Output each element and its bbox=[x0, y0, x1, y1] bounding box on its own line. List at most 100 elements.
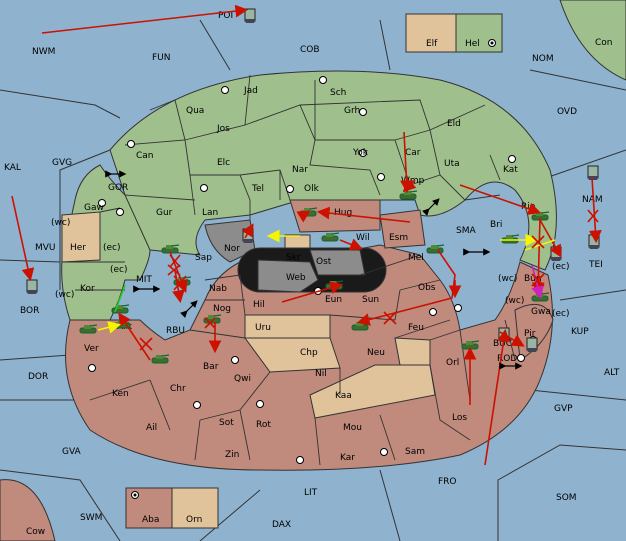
territory-label-kaa: Kaa bbox=[335, 391, 352, 401]
army-unit[interactable] bbox=[321, 232, 340, 242]
territory-label-eld: Eld bbox=[447, 119, 461, 129]
magenta-move bbox=[531, 264, 544, 300]
legend-orn-label: Orn bbox=[186, 515, 202, 525]
cut-mark bbox=[383, 311, 397, 325]
territory-label-hug: Hug bbox=[334, 208, 352, 218]
fleet-unit[interactable] bbox=[244, 8, 256, 23]
territory-label-jad: Jad bbox=[243, 86, 258, 96]
fleet-unit[interactable] bbox=[242, 228, 254, 243]
legend-orn-swatch bbox=[171, 487, 219, 529]
territory-label-can: Can bbox=[136, 151, 154, 161]
order-arrow bbox=[11, 195, 35, 282]
territory-label-orl: Orl bbox=[446, 358, 459, 368]
territory-label-dor: DOR bbox=[28, 372, 48, 382]
territory-label-zin: Zin bbox=[225, 450, 239, 460]
region-ost[interactable] bbox=[309, 249, 366, 276]
territory-label-qwi: Qwi bbox=[234, 374, 251, 384]
territory-label-mit: MIT bbox=[136, 275, 152, 285]
fleet-unit[interactable] bbox=[587, 165, 599, 180]
territory-label-sot: Sot bbox=[219, 418, 234, 428]
region-her[interactable] bbox=[61, 211, 101, 263]
order-arrow bbox=[118, 312, 151, 361]
territory-label-nam: NAM bbox=[582, 195, 603, 205]
territory-label-alt: ALT bbox=[604, 368, 620, 378]
territory-label-chp: Chp bbox=[300, 348, 318, 358]
territory-label-web: Web bbox=[286, 273, 306, 283]
territory-label-kor: Kor bbox=[80, 284, 95, 294]
territory-label-esm: Esm bbox=[389, 233, 408, 243]
territory-label-swm: SWM bbox=[80, 513, 102, 523]
territory-label-wc3: (wc) bbox=[498, 274, 517, 284]
territory-label-feu: Feu bbox=[408, 323, 424, 333]
army-unit[interactable] bbox=[151, 354, 170, 364]
region-web[interactable] bbox=[257, 259, 319, 293]
region-north-green[interactable] bbox=[109, 70, 557, 271]
territory-label-fun: FUN bbox=[152, 53, 171, 63]
orders-layer bbox=[11, 4, 602, 466]
region-neu-tan[interactable] bbox=[394, 337, 431, 366]
territory-label-gvg: GVG bbox=[52, 158, 72, 168]
order-arrow bbox=[281, 281, 344, 303]
territory-label-qua: Qua bbox=[186, 106, 204, 116]
territory-label-gvp: GVP bbox=[554, 404, 573, 414]
territory-label-hil: Hil bbox=[253, 300, 265, 310]
territory-label-eun: Eun bbox=[325, 295, 342, 305]
territory-label-ost: Ost bbox=[316, 257, 332, 267]
cut-mark bbox=[169, 254, 181, 268]
sea-borders bbox=[0, 19, 626, 541]
territory-label-nor: Nor bbox=[224, 244, 240, 254]
connection-arrow bbox=[422, 198, 440, 216]
order-arrow bbox=[588, 177, 602, 244]
territory-label-uru: Uru bbox=[255, 323, 271, 333]
territory-label-sun: Sun bbox=[362, 295, 379, 305]
territory-label-nar: Nar bbox=[292, 165, 308, 175]
territory-label-ec3: (ec) bbox=[552, 262, 570, 272]
territory-label-uta: Uta bbox=[444, 159, 460, 169]
territory-label-gva: GVA bbox=[62, 447, 82, 457]
legend-elf-label: Elf bbox=[426, 39, 438, 49]
territory-label-som: SOM bbox=[556, 493, 577, 503]
fleet-unit[interactable] bbox=[588, 234, 600, 249]
order-arrow bbox=[402, 178, 417, 193]
territory-label-sch: Sch bbox=[330, 88, 346, 98]
territory-label-kup: KUP bbox=[571, 327, 589, 337]
territory-label-cob: COB bbox=[300, 45, 320, 55]
territory-label-wil: Wil bbox=[356, 233, 370, 243]
territory-label-gaw: Gaw bbox=[84, 203, 104, 213]
order-arrow bbox=[241, 223, 254, 239]
legend-elf-swatch bbox=[405, 13, 457, 53]
territory-label-rod: ROD bbox=[497, 354, 517, 364]
territory-label-kat: Kat bbox=[503, 165, 518, 175]
territory-label-jos: Jos bbox=[216, 124, 230, 134]
territory-label-wc4: (wc) bbox=[505, 296, 524, 306]
territory-label-kal: KAL bbox=[4, 163, 21, 173]
territory-label-gwa: Gwa bbox=[531, 307, 551, 317]
territory-label-tel: Tel bbox=[251, 184, 264, 194]
order-arrow bbox=[484, 328, 510, 466]
territory-label-sma: SMA bbox=[456, 226, 476, 236]
legend-aba-label: Aba bbox=[142, 515, 159, 525]
territory-label-her: Her bbox=[70, 243, 86, 253]
cut-mark bbox=[167, 264, 181, 276]
territory-label-gor: GOR bbox=[108, 183, 128, 193]
territory-label-ec1: (ec) bbox=[103, 243, 121, 253]
territory-label-mel: Mel bbox=[408, 253, 424, 263]
territory-label-lit: LIT bbox=[304, 488, 318, 498]
order-arrow bbox=[539, 219, 562, 258]
army-unit[interactable] bbox=[79, 324, 98, 334]
army-unit[interactable] bbox=[161, 244, 180, 254]
territory-label-con: Con bbox=[595, 38, 613, 48]
order-arrow bbox=[499, 331, 525, 347]
territory-label-ken: Ken bbox=[112, 389, 129, 399]
territory-label-ver: Ver bbox=[84, 344, 99, 354]
territory-label-cow: Cow bbox=[26, 527, 45, 537]
territory-label-nab: Nab bbox=[209, 284, 227, 294]
fleet-unit[interactable] bbox=[526, 337, 538, 352]
territory-label-yok: Yok bbox=[352, 148, 369, 158]
fleet-unit[interactable] bbox=[26, 279, 38, 294]
territory-label-obs: Obs bbox=[418, 283, 436, 293]
territory-label-neu: Neu bbox=[367, 348, 385, 358]
cut-mark bbox=[531, 273, 545, 287]
territory-label-bar: Bar bbox=[203, 362, 219, 372]
